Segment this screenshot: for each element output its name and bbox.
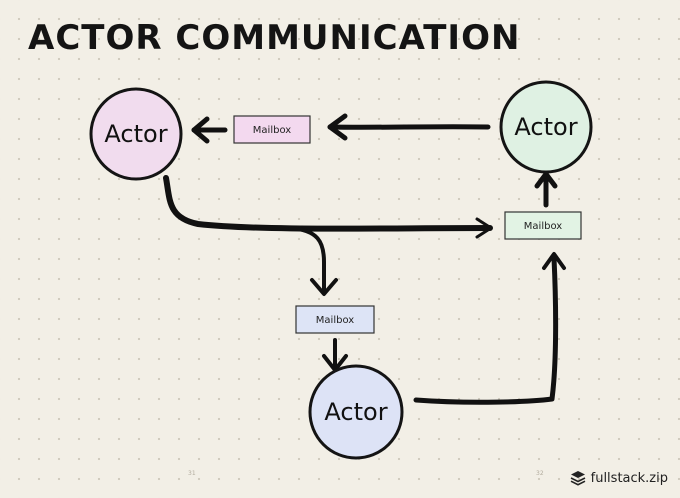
mailbox-blue: Mailbox: [295, 305, 375, 334]
arrow-head-3: [475, 217, 493, 239]
arrow-head-1: [327, 113, 348, 141]
actor-node-blue: Actor: [308, 364, 404, 460]
page-number-right: 32: [536, 470, 544, 477]
mailbox-label: Mailbox: [253, 125, 291, 136]
actor-node-green: Actor: [499, 80, 593, 174]
arrow-to-mailbox-1: [327, 124, 491, 130]
arrow-to-mailbox-2: [163, 175, 493, 232]
arrow-to-mailbox-2b: [413, 255, 559, 405]
actor-label: Actor: [324, 398, 387, 426]
mailbox-label: Mailbox: [524, 221, 562, 232]
arrow-head-6: [542, 252, 566, 270]
mailbox-pink: Mailbox: [233, 115, 311, 144]
page-number-left: 31: [188, 470, 196, 477]
mailbox-label: Mailbox: [316, 315, 354, 326]
arrow-head-4: [310, 278, 338, 296]
arrow-to-mailbox-3: [288, 226, 326, 294]
brand-logo: fullstack.zip: [570, 470, 668, 486]
diagram-title: ACTOR COMMUNICATION: [28, 18, 521, 58]
arrow-head-7: [534, 171, 558, 189]
actor-node-pink: Actor: [89, 87, 183, 181]
actor-label: Actor: [104, 120, 167, 148]
mailbox-green: Mailbox: [504, 211, 582, 240]
brand-name: fullstack.zip: [590, 470, 668, 486]
actor-label: Actor: [514, 113, 577, 141]
arrow-head-2: [191, 116, 210, 144]
stack-icon: [570, 471, 585, 486]
